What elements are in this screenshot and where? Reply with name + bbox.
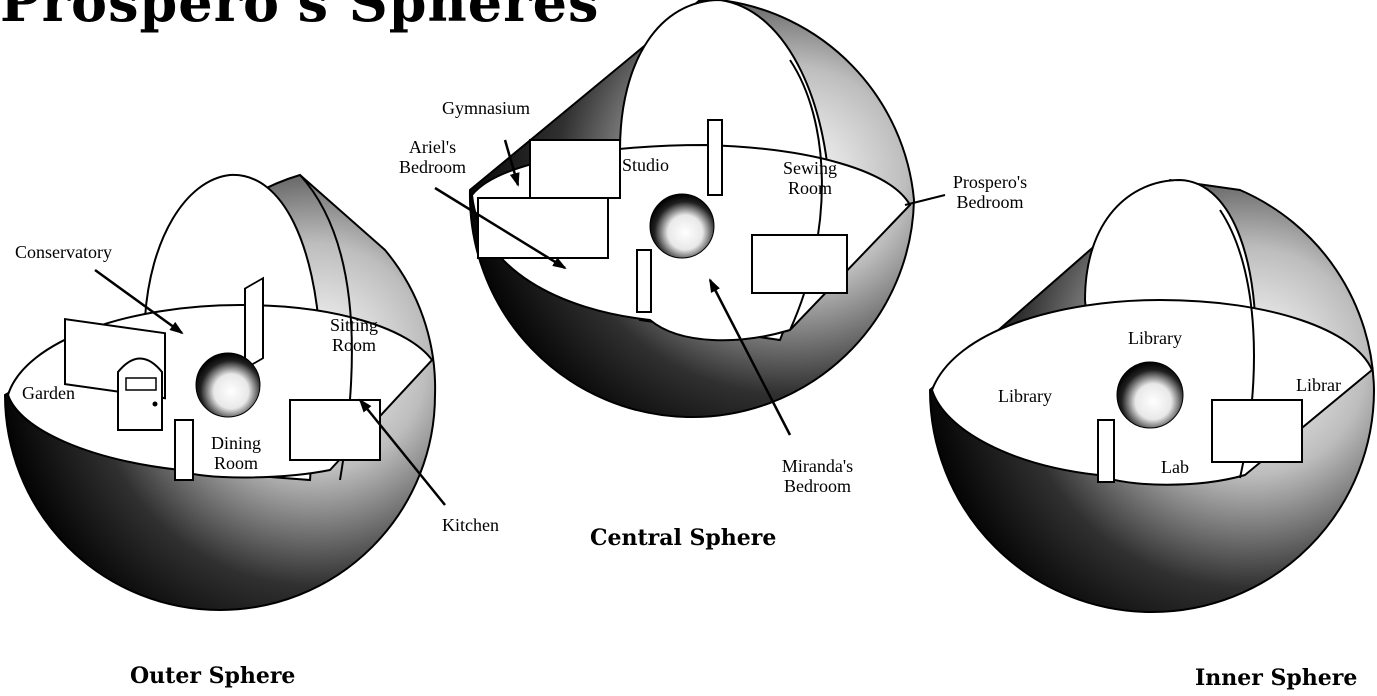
label-ariels-bedroom: Ariel's Bedroom xyxy=(385,137,480,177)
label-sewing-room: Sewing Room xyxy=(780,158,840,198)
outer-wall-right xyxy=(245,278,263,368)
caption-outer-sphere: Outer Sphere xyxy=(130,663,295,689)
inner-wall-front xyxy=(1098,420,1114,482)
label-dining-room: Dining Room xyxy=(205,433,267,473)
label-gymnasium: Gymnasium xyxy=(442,98,530,118)
inner-wall-right xyxy=(1212,400,1302,462)
caption-central-sphere: Central Sphere xyxy=(590,525,776,551)
central-sphere xyxy=(435,0,945,435)
central-wall-ariel xyxy=(478,198,608,258)
page-title: Prospero's Spheres xyxy=(0,0,599,34)
central-wall-front xyxy=(637,250,651,312)
outer-door-icon xyxy=(118,359,162,431)
label-kitchen: Kitchen xyxy=(442,515,499,535)
label-studio: Studio xyxy=(622,155,669,175)
central-wall-sewing xyxy=(752,235,847,293)
label-mirandas-bedroom: Miranda's Bedroom xyxy=(770,456,865,496)
label-lab: Lab xyxy=(1161,457,1189,477)
central-core-ball xyxy=(650,194,714,258)
inner-sphere xyxy=(930,180,1374,612)
label-conservatory: Conservatory xyxy=(15,242,112,262)
inner-core-ball xyxy=(1117,362,1183,428)
caption-inner-sphere: Inner Sphere xyxy=(1195,665,1357,691)
outer-core-ball xyxy=(196,353,260,417)
outer-wall-front xyxy=(175,420,193,480)
label-garden: Garden xyxy=(22,383,75,403)
label-library-right: Librar xyxy=(1296,375,1341,395)
label-library-left: Library xyxy=(998,386,1052,406)
label-sitting-room: Sitting Room xyxy=(323,315,385,355)
label-library-top: Library xyxy=(1128,328,1182,348)
central-wall-gym xyxy=(530,140,620,198)
central-wall-studio xyxy=(708,120,722,195)
label-prosperos-bedroom: Prospero's Bedroom xyxy=(945,172,1035,212)
